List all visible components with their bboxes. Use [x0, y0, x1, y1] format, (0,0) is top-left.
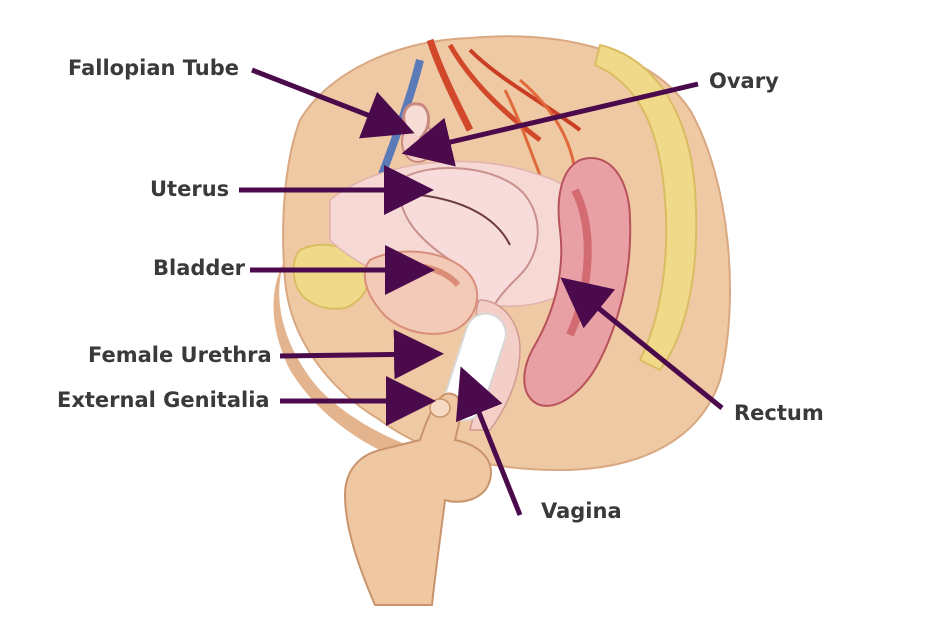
label-uterus: Uterus — [150, 177, 230, 201]
arrow-fallopian-tube — [251, 67, 415, 139]
label-external-genitalia: External Genitalia — [57, 388, 270, 412]
label-rectum: Rectum — [734, 401, 824, 425]
label-ovary: Ovary — [709, 69, 779, 93]
pointer-arrows — [239, 67, 724, 516]
arrow-vagina — [455, 366, 523, 516]
arrow-female-urethra — [279, 329, 444, 380]
label-female-urethra: Female Urethra — [88, 343, 272, 367]
label-vagina: Vagina — [541, 499, 622, 523]
arrow-rectum — [560, 277, 724, 410]
label-fallopian-tube: Fallopian Tube — [68, 56, 240, 80]
arrow-ovary — [401, 81, 699, 167]
sacrum-bone — [593, 43, 698, 372]
label-bladder: Bladder — [153, 256, 246, 280]
fingernail — [429, 398, 451, 418]
